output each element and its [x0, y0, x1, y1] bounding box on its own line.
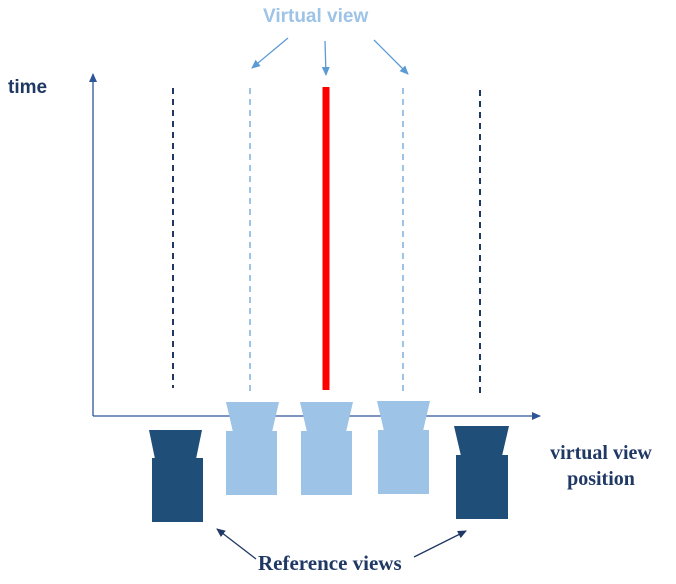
time-axis-label: time [8, 77, 48, 98]
virtual-camera-icon [300, 402, 353, 495]
virtual-arrow-center [321, 40, 330, 76]
virtual-arrow-right [373, 39, 409, 75]
reference-camera-icon [149, 430, 203, 522]
virtual-camera-icon [377, 401, 430, 494]
reference-arrow-left [216, 528, 257, 560]
reference-arrow-right [413, 530, 467, 558]
position-axis-label: virtual view position [550, 442, 652, 490]
reference-camera-icon [454, 426, 509, 519]
virtual-camera-icon [226, 402, 279, 495]
virtual-view-label: Virtual view [263, 6, 369, 27]
virtual-arrow-left [251, 37, 289, 69]
reference-views-label: Reference views [258, 551, 402, 575]
